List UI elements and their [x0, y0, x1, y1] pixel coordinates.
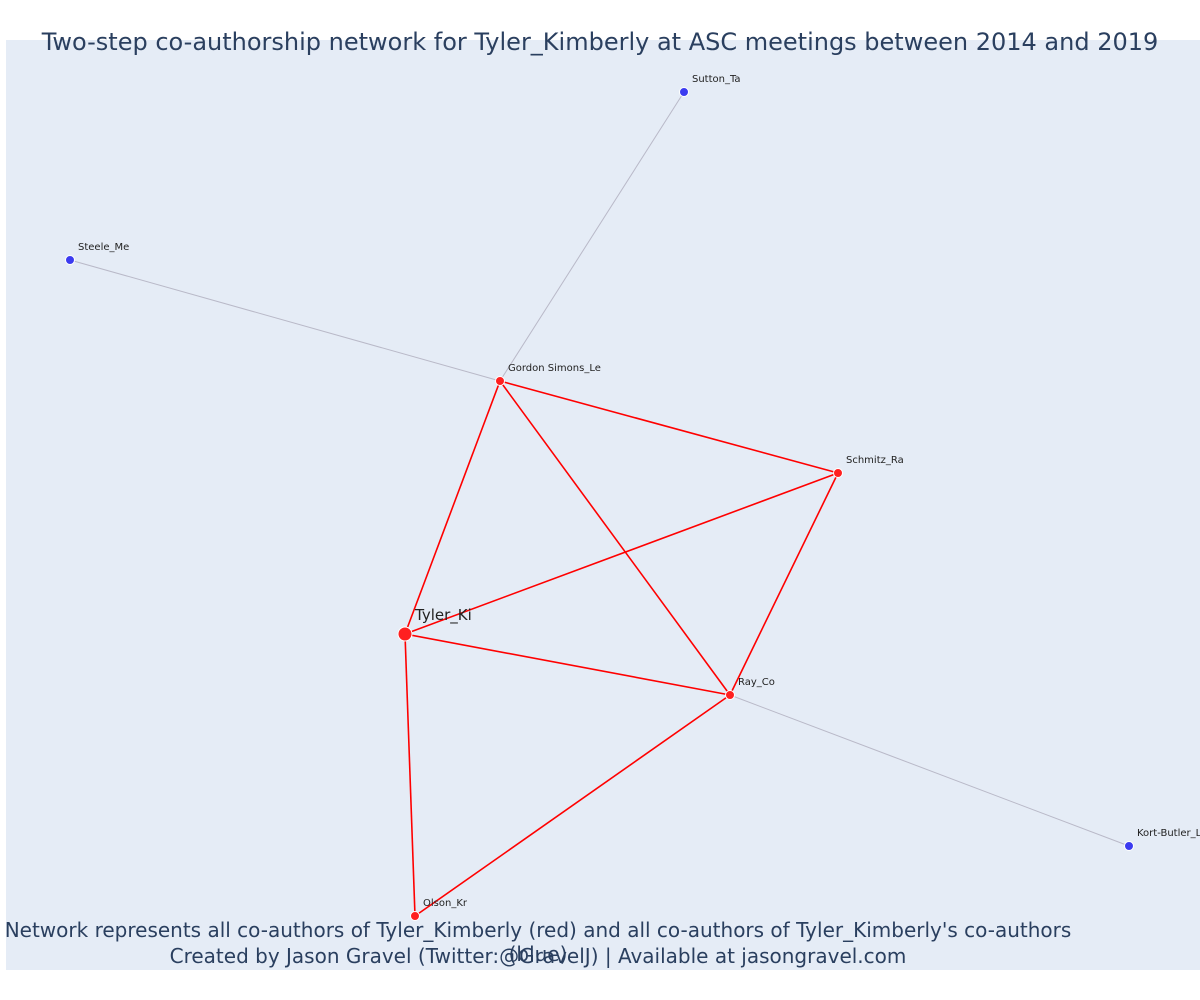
edge-ray-co-kort-butler-l	[729, 694, 1130, 847]
node-label-kort-butler-l: Kort-Butler_L	[1137, 828, 1200, 839]
node-label-olson-kr: Olson_Kr	[423, 898, 468, 909]
chart-title: Two-step co-authorship network for Tyler…	[41, 28, 1159, 56]
node-label-gordon-simons-le: Gordon Simons_Le	[508, 363, 601, 374]
edge-tyler-ki-ray-co	[404, 633, 731, 696]
plot-area	[6, 40, 1200, 970]
edge-schmitz-ra-ray-co	[729, 472, 839, 696]
footer-credit: Created by Jason Gravel (Twitter:@Gravel…	[169, 944, 907, 968]
edge-tyler-ki-gordon-simons-le	[404, 380, 501, 635]
node-label-sutton-ta: Sutton_Ta	[692, 74, 741, 85]
node-olson-kr[interactable]	[410, 911, 420, 921]
edge-gordon-simons-le-schmitz-ra	[499, 380, 839, 474]
node-label-steele-me: Steele_Me	[78, 242, 129, 253]
node-gordon-simons-le[interactable]	[495, 376, 505, 386]
edge-tyler-ki-olson-kr	[404, 633, 416, 917]
node-label-tyler-ki: Tyler_Ki	[414, 606, 472, 625]
edge-tyler-ki-schmitz-ra	[404, 472, 839, 635]
node-tyler-ki[interactable]	[397, 626, 413, 642]
node-kort-butler-l[interactable]	[1124, 841, 1134, 851]
edge-ray-co-olson-kr	[414, 694, 731, 917]
node-schmitz-ra[interactable]	[833, 468, 843, 478]
node-sutton-ta[interactable]	[679, 87, 689, 97]
node-label-ray-co: Ray_Co	[738, 677, 775, 688]
footer-caption: Network represents all co-authors of Tyl…	[4, 918, 1072, 966]
node-ray-co[interactable]	[725, 690, 735, 700]
edge-gordon-simons-le-steele-me	[69, 259, 501, 382]
node-label-schmitz-ra: Schmitz_Ra	[846, 455, 904, 466]
edge-gordon-simons-le-sutton-ta	[499, 91, 685, 382]
edge-gordon-simons-le-ray-co	[499, 380, 731, 696]
node-steele-me[interactable]	[65, 255, 75, 265]
